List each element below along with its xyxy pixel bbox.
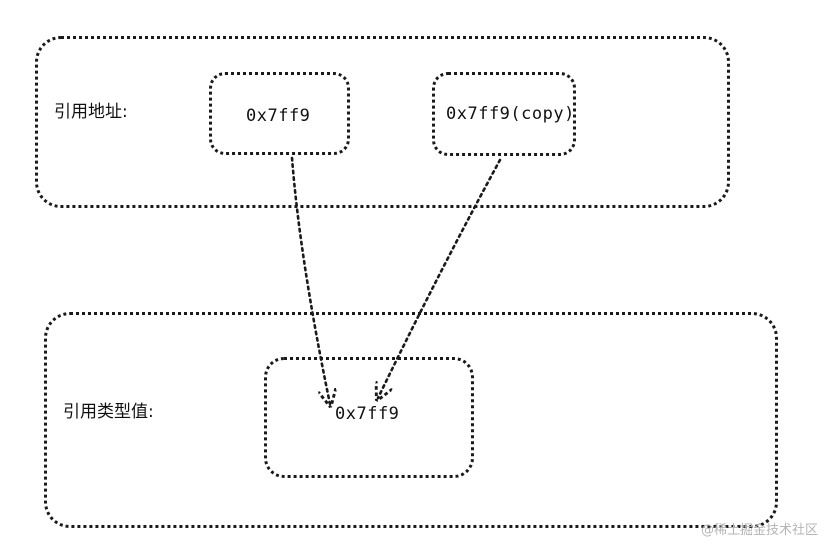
- reference-value-label: 引用类型值:: [63, 402, 154, 422]
- reference-address-group: [35, 36, 730, 208]
- copied-address-node: [432, 72, 576, 156]
- copied-address-text: 0x7ff9(copy): [446, 104, 575, 124]
- original-address-node: [209, 72, 350, 155]
- reference-address-label: 引用地址:: [54, 102, 128, 122]
- watermark: @稀土掘金技术社区: [700, 523, 818, 538]
- reference-value-group: [44, 312, 778, 528]
- heap-value-node: [264, 357, 474, 478]
- original-address-text: 0x7ff9: [246, 106, 311, 126]
- heap-value-text: 0x7ff9: [335, 404, 400, 424]
- arrow-copy-to-value: [378, 158, 502, 398]
- arrow-original-to-value: [290, 156, 330, 404]
